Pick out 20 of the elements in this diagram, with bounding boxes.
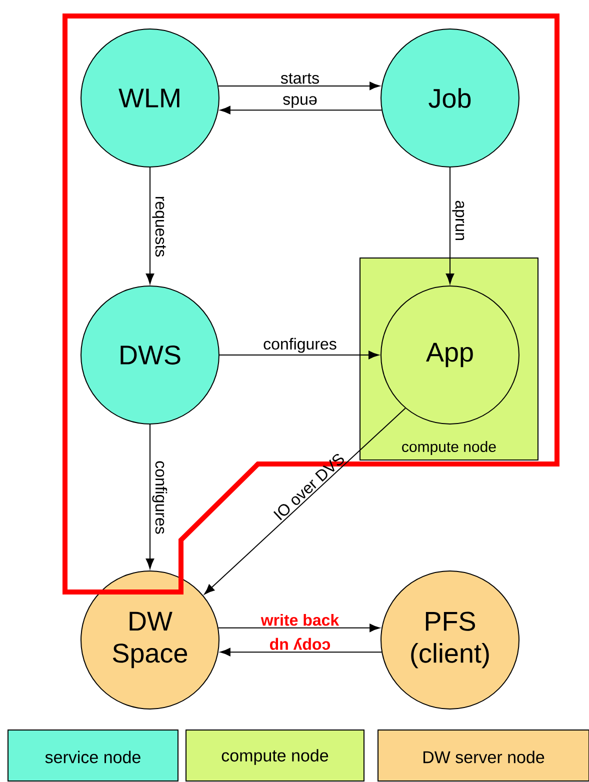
arrow [146, 167, 154, 284]
arrow [446, 167, 454, 284]
edge-label: write back [260, 614, 340, 626]
edge-label: configures [264, 338, 336, 353]
legend-item: compute node [186, 730, 364, 782]
edge-label: aprun [452, 200, 464, 240]
edge-label: copy up [270, 638, 330, 650]
edge-label: starts [280, 73, 319, 84]
edge-label: ends [283, 96, 317, 108]
legend-item: service node [8, 730, 178, 782]
arrow [220, 648, 382, 656]
arrow [219, 350, 379, 360]
arrow [218, 624, 380, 632]
arrow [204, 408, 406, 594]
edge-label: configures [152, 461, 168, 534]
arrow [218, 82, 380, 90]
arrow [146, 424, 154, 569]
arrow [220, 106, 382, 114]
edge-label: requests [152, 196, 166, 257]
legend-item: DW server node [378, 730, 589, 782]
